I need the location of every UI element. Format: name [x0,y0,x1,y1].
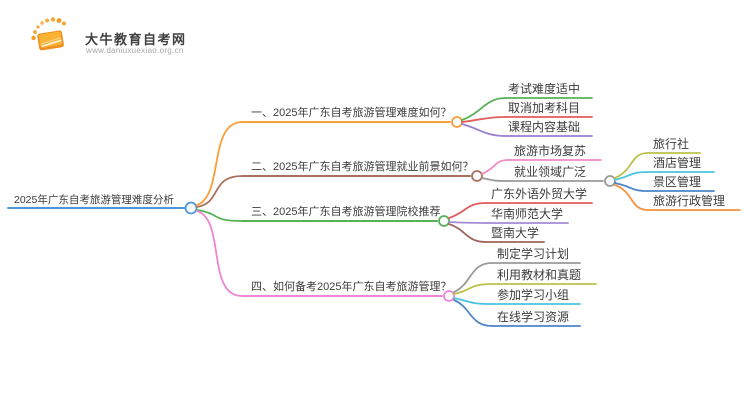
branch2-child2-expander[interactable] [604,175,616,187]
leaf-node[interactable]: 旅游行政管理 [653,194,726,208]
leaf-node[interactable]: 制定学习计划 [497,247,570,261]
branch2-grandchild1-line [614,152,701,179]
leaf-node[interactable]: 旅行社 [653,137,690,151]
branch1-child1-line [461,97,593,121]
branch2-expander[interactable] [471,170,483,182]
branch4-child2-line [453,283,597,295]
site-logo: 大牛教育自考网 www.daniuxuexiao.org.cn [25,12,205,56]
branch1-expander[interactable] [451,116,463,128]
leaf-node[interactable]: 景区管理 [653,175,702,189]
branch3-child2-line [448,221,569,224]
leaf-node[interactable]: 课程内容基础 [508,120,581,134]
leaf-node[interactable]: 广东外语外贸大学 [491,187,588,201]
leaf-node[interactable]: 暨南大学 [491,226,540,240]
branch4-child4-line [453,299,581,327]
branch-node-4[interactable]: 四、如何备考2025年广东自考旅游管理？ [251,281,452,293]
root-expander[interactable] [184,201,198,215]
branch4-expander[interactable] [443,290,455,302]
leaf-node[interactable]: 取消加考科目 [508,101,581,115]
book-icon [31,17,66,51]
branch2-grandchild2-line [614,171,715,181]
branch-node-1[interactable]: 一、2025年广东自考旅游管理难度如何？ [251,107,452,119]
branch1-child3-line [461,123,593,137]
leaf-node[interactable]: 华南师范大学 [491,207,564,221]
branch-node-3[interactable]: 三、2025年广东自考旅游管理院校推荐 [251,206,441,218]
branch2-lines [196,170,483,208]
branch1-child2-line [461,116,593,123]
leaf-node[interactable]: 参加学习小组 [497,288,570,302]
leaf-node[interactable]: 利用教材和真题 [497,268,582,282]
branch2-grandchild3-line [614,182,715,192]
root-node-line [7,201,198,215]
branch4-child1-line [453,262,581,293]
branch4-lines [196,210,455,302]
leaf-node[interactable]: 考试难度适中 [508,82,581,96]
branch3-child1-line [448,202,593,219]
leaf-node[interactable]: 在线学习资源 [497,310,570,324]
branch3-expander[interactable] [438,215,450,227]
site-url: www.daniuxuexiao.org.cn [86,46,184,55]
sub-branch-node[interactable]: 就业领域广泛 [514,165,587,179]
leaf-node[interactable]: 旅游市场复苏 [514,144,587,158]
branch2-child1-line [481,159,602,175]
root-node[interactable]: 2025年广东自考旅游管理难度分析 [14,194,174,206]
branch3-lines [196,209,450,227]
branch4-child3-line [453,297,581,305]
branch2-child2-line [481,175,616,187]
branch2-grandchild4-line [614,184,741,211]
branch-node-2[interactable]: 二、2025年广东自考旅游管理就业前景如何？ [251,161,474,173]
site-name: 大牛教育自考网 [85,32,187,47]
branch3-child3-line [448,223,545,243]
leaf-node[interactable]: 酒店管理 [653,156,702,170]
